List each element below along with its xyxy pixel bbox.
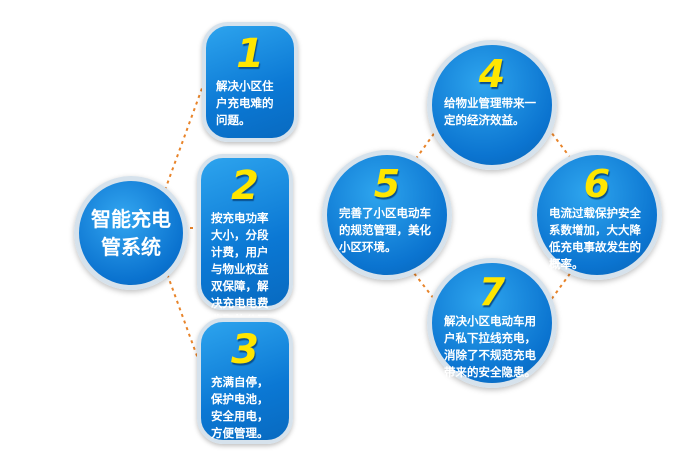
card-1-text: 解决小区住户充电难的问题。 — [216, 79, 274, 127]
circle-5-text: 完善了小区电动车的规范管理，美化小区环境。 — [339, 206, 431, 254]
card-3: 3 充满自停，保护电池，安全用电，方便管理。 — [197, 318, 293, 444]
circle-5: 5 完善了小区电动车的规范管理，美化小区环境。 — [322, 150, 452, 280]
connector-hub-3 — [164, 267, 206, 379]
circle-4-number: 4 — [478, 52, 506, 96]
connector-hub-1 — [164, 79, 206, 191]
circle-4-text: 给物业管理带来一定的经济效益。 — [444, 96, 536, 127]
circle-7: 7 解决小区电动车用户私下拉线充电，消除了不规范充电带来的安全隐患。 — [427, 258, 557, 388]
hub-circle: 智能充电管系统 — [74, 176, 188, 290]
hub-title: 智能充电管系统 — [91, 207, 171, 259]
circle-5-number: 5 — [373, 162, 401, 206]
card-2: 2 按充电功率大小，分段计费，用户与物业权益双保障，解决充电电费收取的公平公正。 — [197, 154, 293, 344]
circle-7-number: 7 — [478, 270, 506, 314]
circle-6-text: 电流过载保护安全系数增加，大大降低充电事故发生的概率。 — [549, 206, 641, 271]
connector-5-7 — [409, 267, 439, 305]
circle-7-text: 解决小区电动车用户私下拉线充电，消除了不规范充电带来的安全隐患。 — [444, 314, 536, 379]
card-1-number: 1 — [236, 31, 264, 77]
card-2-number: 2 — [231, 163, 259, 209]
circle-6-number: 6 — [583, 162, 611, 206]
circle-4: 4 给物业管理带来一定的经济效益。 — [427, 40, 557, 170]
card-3-text: 充满自停，保护电池，安全用电，方便管理。 — [211, 375, 269, 440]
circle-6: 6 电流过载保护安全系数增加，大大降低充电事故发生的概率。 — [532, 150, 662, 280]
card-3-number: 3 — [231, 327, 259, 373]
card-1: 1 解决小区住户充电难的问题。 — [202, 22, 298, 142]
